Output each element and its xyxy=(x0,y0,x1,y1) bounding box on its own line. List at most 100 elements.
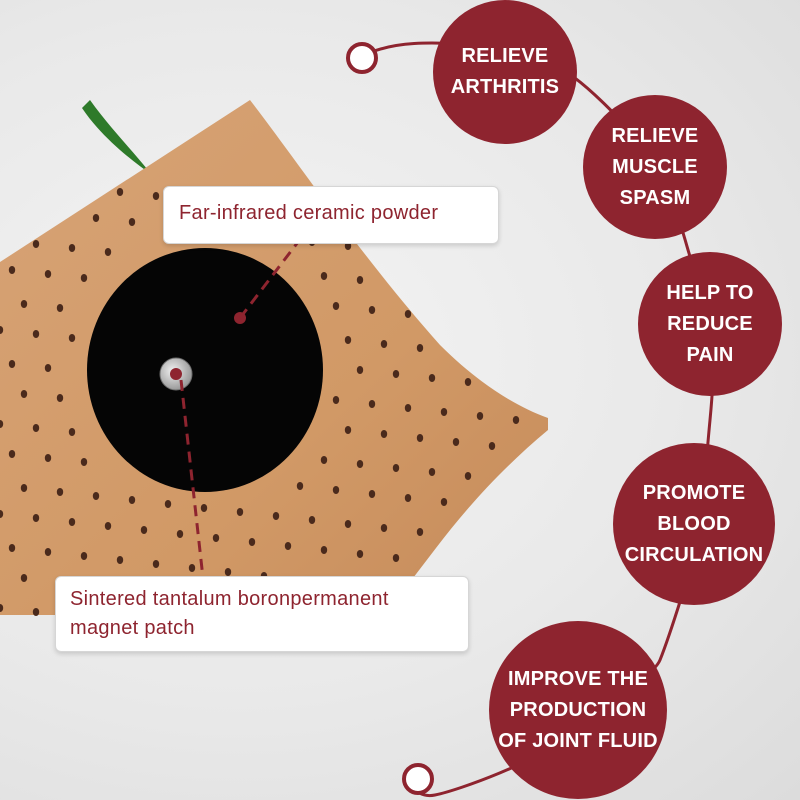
perforation-hole xyxy=(8,266,16,274)
perforation-hole xyxy=(464,472,472,480)
perforation-hole xyxy=(20,300,28,308)
perforation-hole xyxy=(428,374,436,382)
perforation-hole xyxy=(152,192,160,200)
perforation-hole xyxy=(32,330,40,338)
perforation-hole xyxy=(128,496,136,504)
perforation-hole xyxy=(344,242,352,250)
connector-start-node xyxy=(346,42,378,74)
benefit-label: RELIEVE MUSCLE SPASM xyxy=(611,124,699,209)
perforation-hole xyxy=(0,420,4,428)
perforation-hole xyxy=(200,504,208,512)
perforation-hole xyxy=(68,334,76,342)
perforation-hole xyxy=(68,244,76,252)
perforation-hole xyxy=(404,310,412,318)
perforation-hole xyxy=(380,430,388,438)
benefit-label: RELIEVE ARTHRITIS xyxy=(450,45,560,98)
perforation-hole xyxy=(236,508,244,516)
perforation-hole xyxy=(440,498,448,506)
benefit-label: PROMOTE BLOOD CIRCULATION xyxy=(624,481,764,566)
perforation-hole xyxy=(368,400,376,408)
perforation-hole xyxy=(116,556,124,564)
perforation-hole xyxy=(104,248,112,256)
perforation-hole xyxy=(308,516,316,524)
perforation-hole xyxy=(272,512,280,520)
perforation-hole xyxy=(8,360,16,368)
perforation-hole xyxy=(356,460,364,468)
perforation-hole xyxy=(44,364,52,372)
perforation-hole xyxy=(176,530,184,538)
perforation-hole xyxy=(488,442,496,450)
perforation-hole xyxy=(152,560,160,568)
perforation-hole xyxy=(44,454,52,462)
perforation-hole xyxy=(32,514,40,522)
callout-magnet-patch: Sintered tantalum boronpermanent magnet … xyxy=(55,576,469,652)
benefit-bubble-relieve-arthritis: RELIEVE ARTHRITIS xyxy=(433,0,577,144)
perforation-hole xyxy=(344,520,352,528)
connector-end-node xyxy=(402,763,434,795)
perforation-hole xyxy=(212,534,220,542)
callout-top-leader xyxy=(238,241,300,319)
perforation-hole xyxy=(32,424,40,432)
perforation-hole xyxy=(128,218,136,226)
perforation-hole xyxy=(116,188,124,196)
perforation-hole xyxy=(476,412,484,420)
perforation-hole xyxy=(68,518,76,526)
callout-far-infrared: Far-infrared ceramic powder xyxy=(163,186,499,244)
perforation-hole xyxy=(416,528,424,536)
perforation-hole xyxy=(296,482,304,490)
perforation-hole xyxy=(20,574,28,582)
perforation-hole xyxy=(320,456,328,464)
perforation-hole xyxy=(32,240,40,248)
perforation-hole xyxy=(320,272,328,280)
callout-label: Sintered tantalum boronpermanent magnet … xyxy=(70,588,389,639)
perforation-hole xyxy=(512,416,520,424)
perforation-hole xyxy=(44,270,52,278)
perforation-hole xyxy=(380,340,388,348)
perforation-hole xyxy=(344,426,352,434)
perforation-hole xyxy=(332,486,340,494)
perforation-hole xyxy=(284,542,292,550)
perforation-hole xyxy=(320,546,328,554)
benefit-bubble-relieve-muscle-spasm: RELIEVE MUSCLE SPASM xyxy=(583,95,727,239)
perforation-hole xyxy=(56,394,64,402)
perforation-hole xyxy=(56,304,64,312)
perforation-hole xyxy=(140,526,148,534)
perforation-hole xyxy=(356,276,364,284)
perforation-hole xyxy=(368,306,376,314)
perforation-hole xyxy=(380,524,388,532)
perforation-hole xyxy=(32,608,40,616)
perforation-hole xyxy=(68,428,76,436)
perforation-hole xyxy=(464,378,472,386)
perforation-hole xyxy=(56,488,64,496)
perforation-hole xyxy=(80,274,88,282)
perforation-hole xyxy=(164,500,172,508)
perforation-hole xyxy=(8,544,16,552)
benefit-label: IMPROVE THE PRODUCTION OF JOINT FLUID xyxy=(498,667,658,752)
rivet-marker xyxy=(170,368,182,380)
perforation-hole xyxy=(368,490,376,498)
perforation-hole xyxy=(224,568,232,576)
perforation-hole xyxy=(332,396,340,404)
perforation-hole xyxy=(344,336,352,344)
perforation-hole xyxy=(404,404,412,412)
perforation-hole xyxy=(104,522,112,530)
perforation-hole xyxy=(416,344,424,352)
perforation-hole xyxy=(428,468,436,476)
perforation-hole xyxy=(188,564,196,572)
perforation-hole xyxy=(80,552,88,560)
perforation-hole xyxy=(416,434,424,442)
perforation-hole xyxy=(332,302,340,310)
perforation-hole xyxy=(404,494,412,502)
perforation-hole xyxy=(440,408,448,416)
perforation-hole xyxy=(8,450,16,458)
perforation-hole xyxy=(0,326,4,334)
perforation-hole xyxy=(248,538,256,546)
perforation-hole xyxy=(0,510,4,518)
benefit-bubble-blood-circulation: PROMOTE BLOOD CIRCULATION xyxy=(613,443,775,605)
perforation-hole xyxy=(20,484,28,492)
perforation-hole xyxy=(356,550,364,558)
callout-label: Far-infrared ceramic powder xyxy=(179,202,439,224)
perforation-hole xyxy=(92,214,100,222)
perforation-hole xyxy=(92,492,100,500)
perforation-hole xyxy=(80,458,88,466)
